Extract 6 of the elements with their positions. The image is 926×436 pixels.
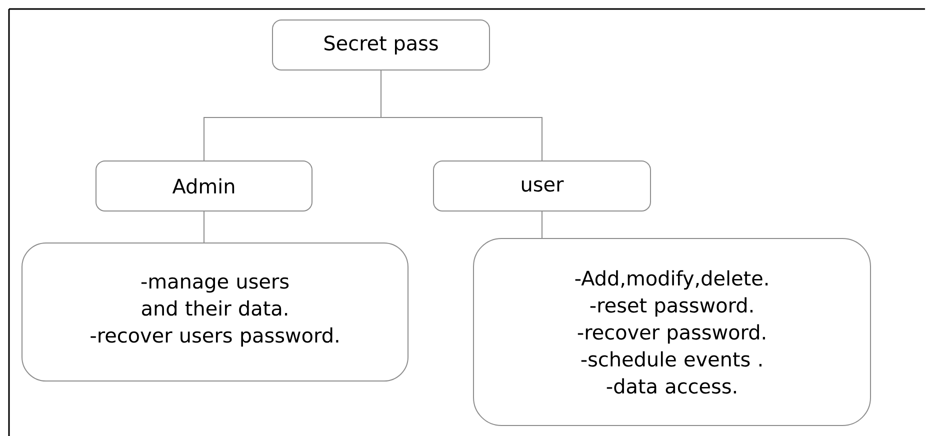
role-box: user [433, 160, 651, 212]
connector [380, 70, 542, 161]
feature-box: -Add,modify,delete. -reset password. -recover password. -schedule events . -data access. [473, 238, 871, 426]
role-box: Admin [96, 160, 312, 212]
root-box: Secret pass [272, 20, 490, 70]
feature-box: -manage users and their data. -recover users password. [22, 242, 408, 382]
